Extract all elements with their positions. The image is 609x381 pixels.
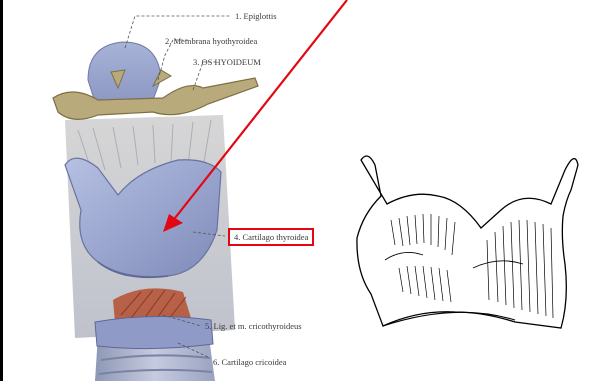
label-epiglottis: 1. Epiglottis	[235, 12, 277, 21]
label-membrana-hyothyroidea: 2. Membrana hyothyroidea	[165, 37, 257, 46]
cricoid-cartilage-shape	[95, 316, 213, 348]
pointer-arrow-icon	[163, 0, 347, 232]
label-cricothyroideus: 5. Lig. et m. cricothyroideus	[205, 322, 302, 331]
larynx-illustration	[3, 0, 609, 381]
thyroid-cartilage-sketch-icon	[357, 156, 578, 328]
label-cartilago-thyroidea-highlighted: 4. Cartilago thyroidea	[228, 228, 314, 246]
label-os-hyoideum: 3. OS HYOIDEUM	[193, 58, 261, 67]
label-cartilago-cricoidea: 6. Cartilago cricoidea	[213, 358, 286, 367]
